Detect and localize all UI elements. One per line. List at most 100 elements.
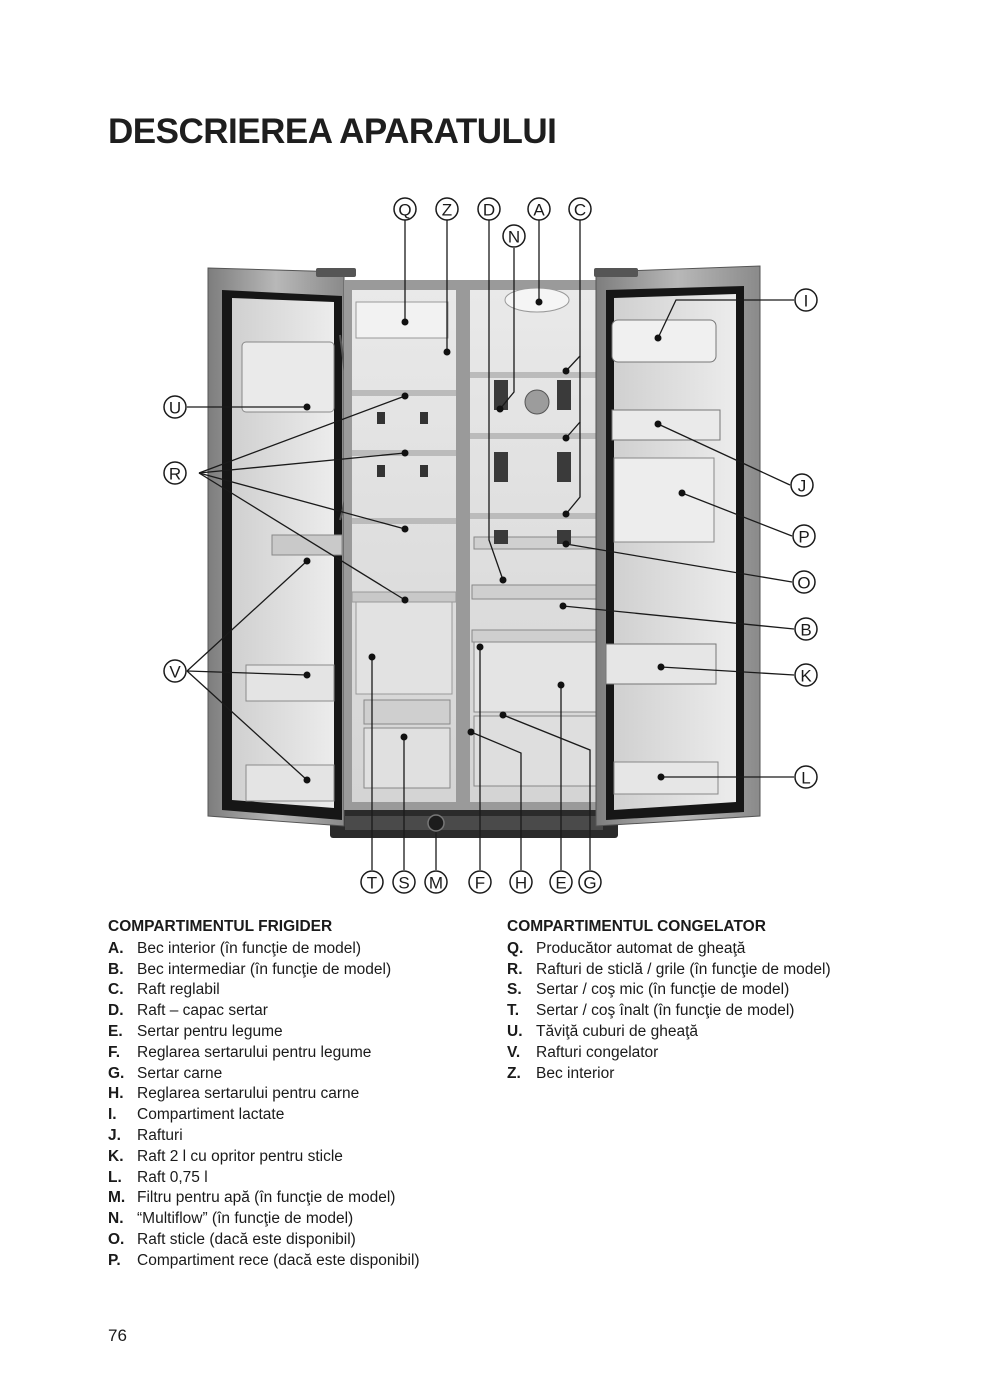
legend-text: Filtru pentru apă (în funcţie de model): [137, 1189, 396, 1207]
refrigerator-diagram: Q Z D N A C U R V I J P O B K L T S M F …: [163, 197, 818, 894]
callout-j: J: [798, 477, 807, 496]
list-item: I. Compartiment lactate: [108, 1105, 420, 1126]
legend-text: Bec interior: [536, 1064, 615, 1082]
list-item: C. Raft reglabil: [108, 980, 420, 1001]
callout-h: H: [515, 874, 527, 893]
legend-key: Q.: [507, 939, 524, 957]
fridge-door: [594, 265, 761, 827]
list-item: S.Sertar / coş mic (în funcţie de model): [507, 980, 831, 1001]
page-title: DESCRIEREA APARATULUI: [108, 112, 557, 151]
fridge-legend-heading: COMPARTIMENTUL FRIGIDER: [108, 918, 333, 935]
list-item: E. Sertar pentru legume: [108, 1022, 420, 1043]
callout-d: D: [483, 201, 495, 220]
callout-s: S: [398, 874, 409, 893]
list-item: N. “Multiflow” (în funcţie de model): [108, 1209, 420, 1230]
callout-p: P: [798, 528, 809, 547]
legend-key: F.: [108, 1043, 121, 1061]
fridge-legend: COMPARTIMENTUL FRIGIDER A.Bec interior (…: [108, 917, 420, 1272]
callout-u: U: [169, 399, 181, 418]
legend-text: Raft 2 l cu opritor pentru sticle: [137, 1147, 343, 1165]
legend-text: “Multiflow” (în funcţie de model): [137, 1210, 354, 1228]
callout-a: A: [533, 201, 545, 220]
legend-text: Rafturi de sticlă / grile (în funcţie de…: [536, 960, 831, 978]
legend-text: Bec intermediar (în funcţie de model): [137, 960, 392, 978]
list-item: Z. Bec interior: [507, 1064, 831, 1085]
legend-key: P.: [108, 1251, 121, 1269]
legend-text: Rafturi: [137, 1126, 183, 1144]
legend-key: V.: [507, 1043, 521, 1061]
freezer-legend-list: Q. Producător automat de gheaţă R. Rafturi…: [507, 939, 831, 1085]
callout-l: L: [801, 769, 810, 788]
bottom-grille: [330, 810, 618, 838]
legend-text: Raft – capac sertar: [137, 1002, 268, 1020]
legend-text: Compartiment lactate: [137, 1106, 285, 1124]
legend-text: Sertar pentru legume: [137, 1022, 283, 1040]
legend-key: R.: [507, 960, 523, 978]
list-item: H. Reglarea sertarului pentru carne: [108, 1084, 420, 1105]
legend-key: U.: [507, 1022, 523, 1040]
legend-key: H.: [108, 1085, 124, 1103]
legend-key: C.: [108, 981, 124, 999]
callout-circles: [163, 197, 818, 894]
list-item: F. Reglarea sertarului pentru legume: [108, 1043, 420, 1064]
list-item: R. Rafturi de sticlă / grile (în funcţie …: [507, 960, 831, 981]
list-item: P. Compartiment rece (dacă este disponibi…: [108, 1251, 420, 1272]
fridge-compartment: [464, 280, 608, 810]
callout-o: O: [797, 574, 810, 593]
legend-key: T.: [507, 1002, 520, 1020]
legend-text: Reglarea sertarului pentru legume: [137, 1043, 372, 1061]
callout-i: I: [804, 292, 809, 311]
legend-key: Z.: [507, 1064, 521, 1082]
legend-key: N.: [108, 1210, 124, 1228]
list-item: K. Raft 2 l cu opritor pentru sticle: [108, 1147, 420, 1168]
callout-m: M: [429, 874, 443, 893]
callout-c: C: [574, 201, 586, 220]
legend-key: O.: [108, 1230, 125, 1248]
callout-r: R: [169, 465, 181, 484]
list-item: T. Sertar / coş înalt (în funcţie de mode…: [507, 1001, 831, 1022]
legend-text: Raft sticle (dacă este disponibil): [137, 1230, 356, 1248]
legend-text: Raft reglabil: [137, 981, 220, 999]
legend-key: E.: [108, 1022, 123, 1040]
callout-v: V: [169, 663, 181, 682]
freezer-door: [207, 267, 356, 827]
list-item: L.Raft 0,75 l: [108, 1168, 420, 1189]
freezer-legend-heading: COMPARTIMENTUL CONGELATOR: [507, 918, 766, 935]
legend-key: I.: [108, 1106, 117, 1124]
legend-key: G.: [108, 1064, 125, 1082]
callout-g: G: [583, 874, 596, 893]
list-item: U. Tăviţă cuburi de gheaţă: [507, 1022, 831, 1043]
callout-e: E: [555, 874, 566, 893]
list-item: B.Bec intermediar (în funcţie de model): [108, 960, 420, 981]
legend-key: M.: [108, 1189, 126, 1207]
callout-t: T: [367, 874, 377, 893]
legend-key: L.: [108, 1168, 122, 1186]
fridge-legend-list: A.Bec interior (în funcţie de model) B.B…: [108, 939, 420, 1272]
freezer-legend: COMPARTIMENTUL CONGELATOR Q. Producător a…: [507, 917, 831, 1084]
legend-text: Tăviţă cuburi de gheaţă: [536, 1022, 698, 1040]
legend-text: Producător automat de gheaţă: [536, 939, 746, 957]
leader-dots: [303, 298, 686, 784]
list-item: V. Rafturi congelator: [507, 1043, 831, 1064]
legend-key: S.: [507, 981, 522, 999]
list-item: D.Raft – capac sertar: [108, 1001, 420, 1022]
callout-n: N: [508, 228, 520, 247]
page-number: 76: [108, 1326, 127, 1345]
legend-text: Compartiment rece (dacă este disponibil): [137, 1251, 420, 1269]
legend-text: Reglarea sertarului pentru carne: [137, 1085, 360, 1103]
list-item: Q. Producător automat de gheaţă: [507, 939, 831, 960]
leader-lines: [186, 220, 795, 870]
legend-text: Sertar carne: [137, 1064, 223, 1082]
callout-q: Q: [398, 201, 411, 220]
legend-text: Rafturi congelator: [536, 1043, 659, 1061]
callout-z: Z: [442, 201, 452, 220]
list-item: J.Rafturi: [108, 1126, 420, 1147]
callout-b: B: [800, 621, 811, 640]
callout-k: K: [800, 667, 812, 686]
legend-key: A.: [108, 939, 124, 957]
list-item: O. Raft sticle (dacă este disponibil): [108, 1230, 420, 1251]
callout-f: F: [475, 874, 485, 893]
legend-text: Sertar / coş înalt (în funcţie de model): [536, 1002, 795, 1020]
list-item: M. Filtru pentru apă (în funcţie de model…: [108, 1188, 420, 1209]
legend-key: K.: [108, 1147, 124, 1165]
